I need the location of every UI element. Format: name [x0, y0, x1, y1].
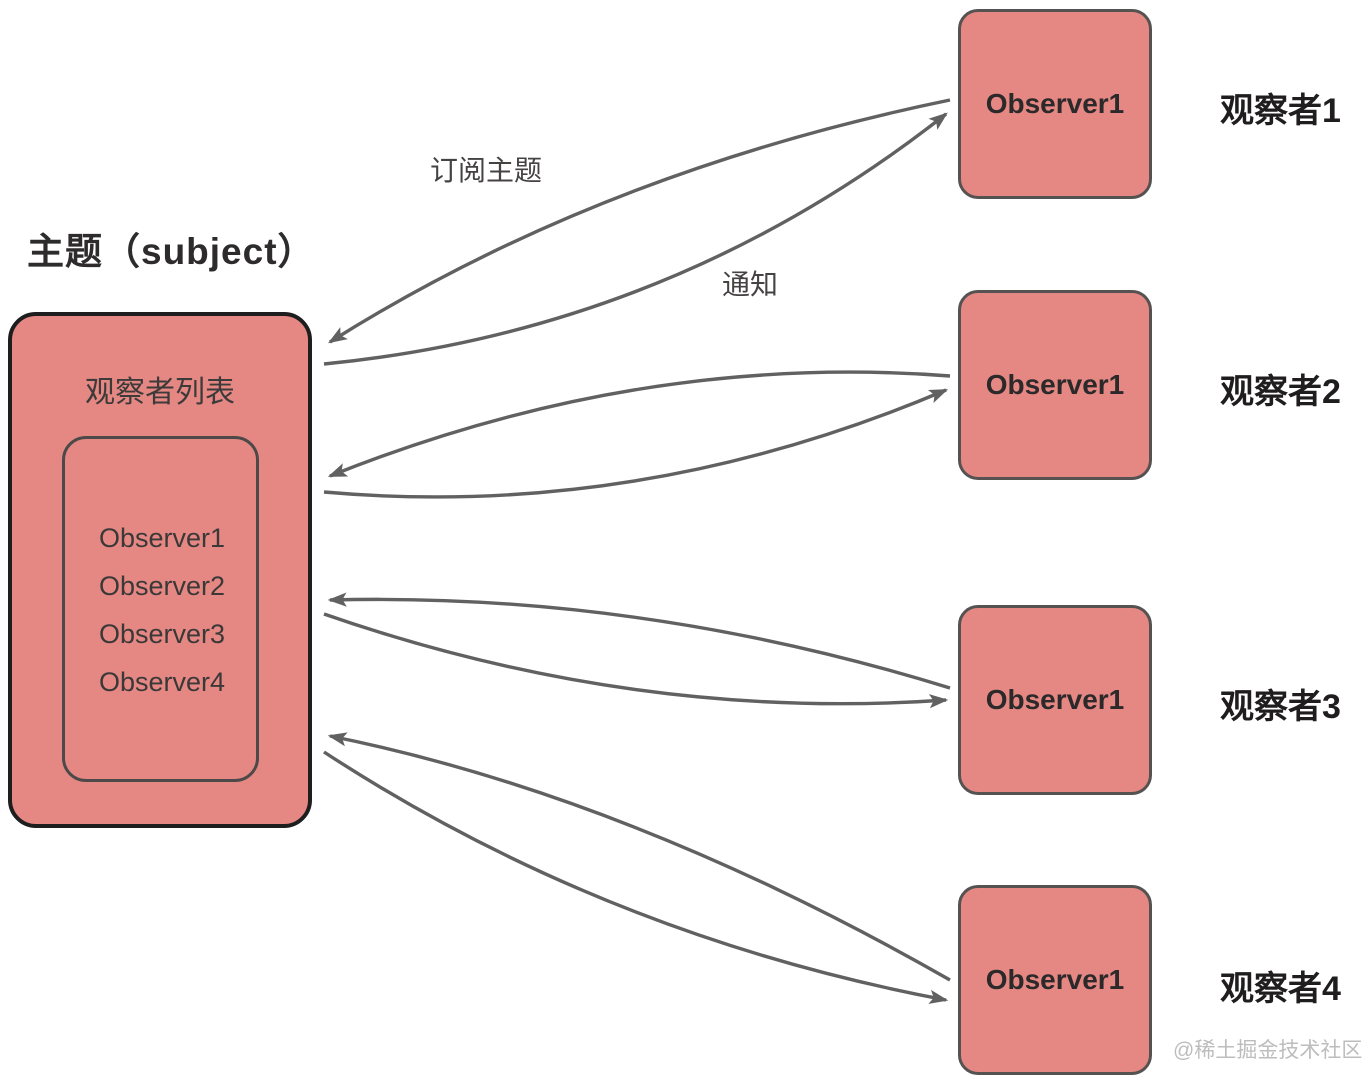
observer-side-label-4: 观察者4: [1220, 970, 1341, 1008]
observer-box-3-label: Observer1: [985, 684, 1125, 715]
notify-arrow-label: 通知: [722, 269, 779, 300]
arrow-notify-4: [323, 750, 949, 1004]
observer-list-box: Observer1 Observer2 Observer3 Observer4: [62, 436, 259, 782]
observer-side-label-2: 观察者2: [1220, 373, 1341, 411]
observer-box-2-label: Observer1: [985, 369, 1125, 400]
arrow-notify-2: [323, 388, 949, 499]
observer-side-label-3: 观察者3: [1220, 688, 1341, 726]
observer-box-1-label: Observer1: [985, 88, 1125, 119]
observer-box-4-label: Observer1: [985, 964, 1125, 995]
observer-list-item-1: Observer1: [99, 523, 226, 553]
observer-list-item-3: Observer3: [99, 619, 226, 649]
observer-side-label-1: 观察者1: [1220, 92, 1341, 130]
observer-list-title: 观察者列表: [85, 376, 235, 409]
observer-box-1: Observer1: [958, 9, 1152, 199]
observer-box-2: Observer1: [958, 290, 1152, 480]
arrow-subscribe-4: [327, 732, 951, 982]
observer-list-item-4: Observer4: [99, 667, 226, 697]
subscribe-arrow-label: 订阅主题: [430, 155, 543, 186]
observer-box-3: Observer1: [958, 605, 1152, 795]
observer-box-4: Observer1: [958, 885, 1152, 1075]
arrow-notify-3: [323, 612, 949, 709]
subject-box: 观察者列表 Observer1 Observer2 Observer3 Obse…: [8, 312, 312, 828]
arrow-subscribe-1: [327, 98, 951, 344]
arrow-subscribe-3: [327, 592, 951, 690]
arrow-notify-1: [323, 112, 948, 366]
observer-list-item-2: Observer2: [99, 571, 226, 601]
diagram-title: 主题（subject）: [27, 231, 316, 272]
watermark: @稀土掘金技术社区: [1173, 1039, 1363, 1062]
arrow-subscribe-2: [327, 370, 951, 478]
